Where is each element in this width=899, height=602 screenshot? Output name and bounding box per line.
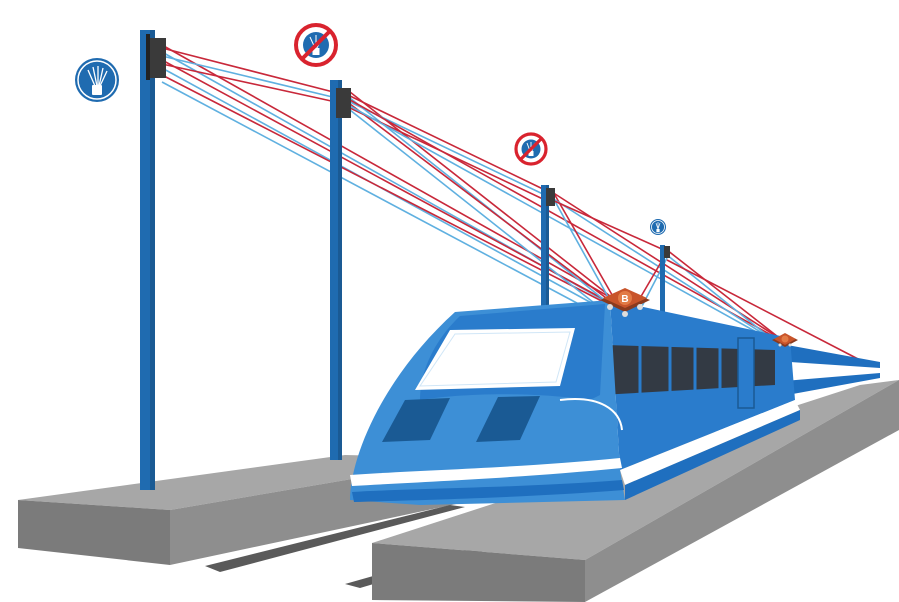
pole-2 xyxy=(330,80,351,460)
pole-4 xyxy=(660,245,670,315)
no-fiber-cable-icon-1 xyxy=(294,23,338,67)
pole-3 xyxy=(541,185,555,315)
fiber-cable-icon-small xyxy=(650,219,666,235)
fiber-cable-icon xyxy=(75,58,119,102)
pole-1 xyxy=(140,30,166,490)
badge-front-letter: B xyxy=(621,294,628,305)
no-fiber-cable-icon-2 xyxy=(514,132,548,166)
